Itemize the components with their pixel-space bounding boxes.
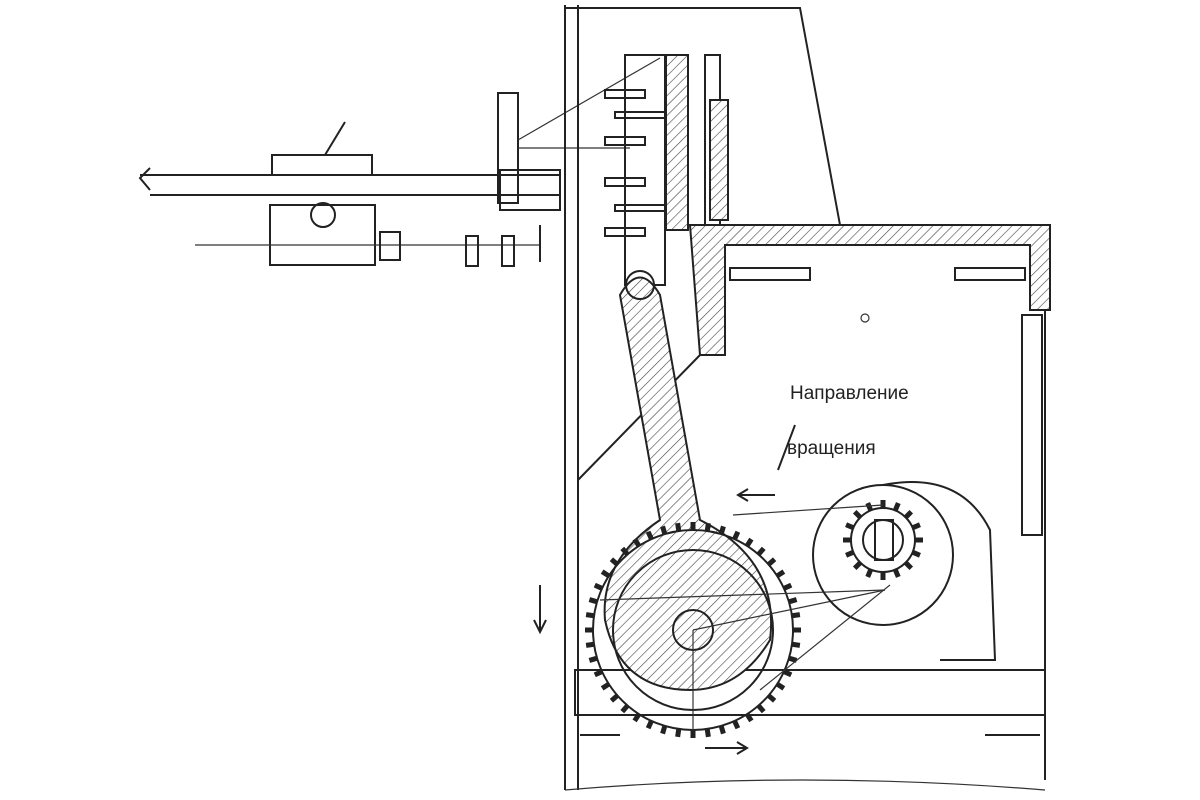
sprocket-tooth <box>645 719 654 730</box>
sprocket-tooth <box>585 641 595 648</box>
sprocket-tooth <box>788 597 798 605</box>
sprocket-tooth <box>744 537 754 548</box>
sprocket-tooth <box>775 569 786 579</box>
sprocket-tooth <box>903 560 914 571</box>
sprocket-tooth <box>852 560 863 571</box>
connecting-rod <box>603 270 773 692</box>
sprocket-tooth <box>865 568 874 578</box>
sprocket-tooth <box>852 509 863 520</box>
sprocket-tooth <box>892 568 901 578</box>
sprocket-tooth <box>718 725 726 735</box>
sprocket-tooth <box>588 655 598 663</box>
sprocket-tooth <box>865 502 874 512</box>
sprocket-tooth <box>632 712 642 723</box>
sprocket-tooth <box>845 549 855 558</box>
sprocket-tooth <box>675 522 682 532</box>
sprocket-tooth <box>609 693 620 703</box>
sprocket-tooth <box>660 725 668 735</box>
sprocket-tooth <box>766 557 777 567</box>
sprocket-tooth <box>620 703 630 714</box>
sprocket-tooth <box>782 582 793 591</box>
sprocket-tooth <box>845 522 855 531</box>
rotation-direction-label-line2: вращения <box>787 438 876 459</box>
large-sprocket <box>585 522 886 738</box>
sprocket-tooth <box>756 546 766 557</box>
sprocket-tooth <box>791 641 801 648</box>
sprocket-tooth <box>645 530 654 541</box>
sprocket-tooth <box>718 525 726 535</box>
sprocket-tooth <box>593 582 604 591</box>
sprocket-tooth <box>791 612 801 619</box>
sprocket-tooth <box>585 612 595 619</box>
sprocket-tooth <box>732 530 741 541</box>
sprocket-tooth <box>756 703 766 714</box>
sprocket-tooth <box>704 728 711 738</box>
rotation-arrows <box>533 424 796 755</box>
sprocket-tooth <box>600 681 611 691</box>
sprocket-tooth <box>660 525 668 535</box>
sprocket-tooth <box>782 669 793 678</box>
sprocket-tooth <box>588 597 598 605</box>
sprocket-tooth <box>632 537 642 548</box>
rotation-direction-label-line1: Направление <box>790 383 909 404</box>
sprocket-tooth <box>788 655 798 663</box>
sprocket-tooth <box>766 693 777 703</box>
sprocket-tooth <box>609 557 620 567</box>
sprocket-tooth <box>775 681 786 691</box>
sprocket-tooth <box>903 509 914 520</box>
sprocket-tooth <box>911 522 921 531</box>
sprocket-tooth <box>620 546 630 557</box>
small-sprocket <box>732 481 997 691</box>
sprocket-tooth <box>704 522 711 532</box>
bolts <box>604 89 666 237</box>
sprocket-tooth <box>744 712 754 723</box>
sprocket-tooth <box>892 502 901 512</box>
sprocket-tooth <box>675 728 682 738</box>
sprocket-tooth <box>593 669 604 678</box>
main-frame <box>564 5 1051 791</box>
sprocket-tooth <box>600 569 611 579</box>
sprocket-tooth <box>911 549 921 558</box>
sprocket-tooth <box>732 719 741 730</box>
conveyor-arm <box>138 57 661 267</box>
